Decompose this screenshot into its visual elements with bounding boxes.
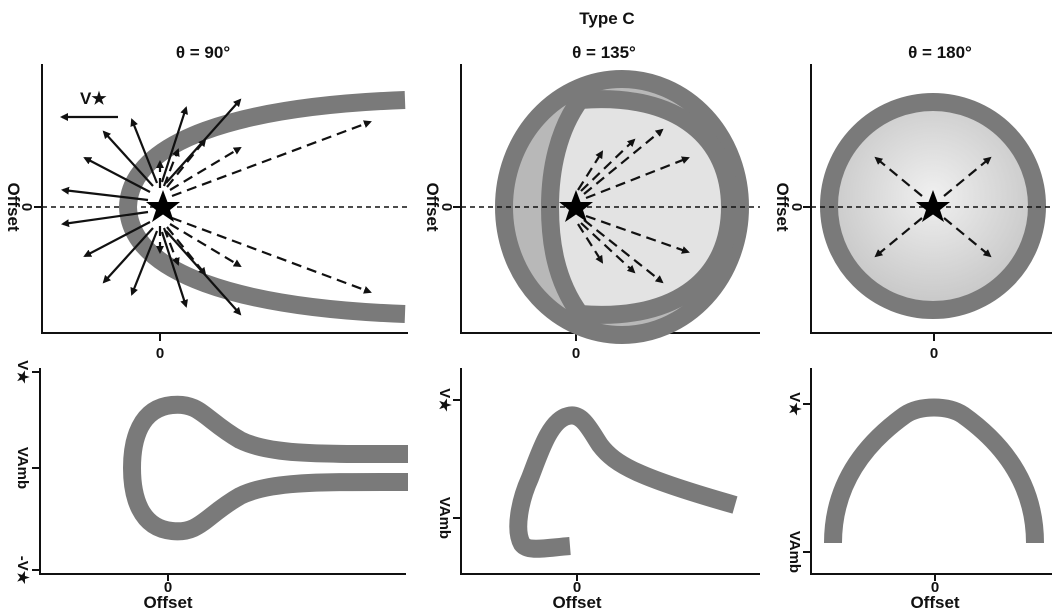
panel-90-solid-arrows (61, 98, 242, 316)
pv-135-ytick-vamb: VAmb (436, 497, 453, 539)
panel-90-vstar-label: V★ (80, 89, 107, 108)
panel-90-star-icon (146, 190, 180, 222)
pv-panel-180: V★ VAmb 0 Offset (786, 368, 1052, 612)
panel-135: θ = 135° 0 0 Offset (423, 43, 760, 362)
panel-135-dashed-arrows (577, 128, 690, 284)
panel-180-dashed-arrows (874, 156, 992, 258)
pv-90-axes (39, 368, 406, 575)
pv-180-curve (824, 398, 1044, 544)
super-title: Type C (579, 9, 634, 28)
panel-90-axes (41, 64, 408, 334)
panel-135-star-icon (559, 190, 593, 222)
panel-135-ylabel: Offset (423, 182, 442, 231)
panel-135-xtick: 0 (572, 345, 580, 362)
pv-180-ytick-vstar: V★ (786, 392, 803, 416)
pv-90-xlabel: Offset (143, 593, 192, 612)
pv-135-xlabel: Offset (552, 593, 601, 612)
panel-180-ytick: 0 (788, 203, 805, 211)
panel-90: θ = 90° 0 0 Offset V★ (4, 43, 408, 362)
pv-180-axes (810, 368, 1052, 575)
pv-panel-135: V★ VAmb 0 Offset (436, 368, 760, 612)
panel-90-ytick: 0 (18, 203, 35, 211)
panel-180-ylabel: Offset (773, 182, 792, 231)
pv-180-xlabel: Offset (910, 593, 959, 612)
panel-90-dashed-arrows (156, 120, 372, 294)
pv-90-ytick-vstar: V★ (14, 360, 31, 384)
panel-180-xtick: 0 (930, 345, 938, 362)
pv-90-ytick-vamb: VAmb (14, 447, 31, 489)
panel-180-axes (810, 64, 1052, 334)
pv-90-xtick: 0 (164, 579, 172, 596)
pv-135-curve (509, 406, 738, 558)
panel-180-star-icon (916, 190, 950, 222)
panel-135-ytick: 0 (438, 203, 455, 211)
pv-90-ytick-neg-vstar: -V★ (14, 556, 31, 585)
panel-180: θ = 180° 0 0 Offset (773, 43, 1052, 362)
panel-90-title: θ = 90° (176, 43, 230, 62)
panel-90-xtick: 0 (156, 345, 164, 362)
panel-180-title: θ = 180° (908, 43, 972, 62)
panel-90-ylabel: Offset (4, 182, 23, 231)
panel-135-title: θ = 135° (572, 43, 636, 62)
pv-panel-90: V★ VAmb -V★ 0 Offset (14, 360, 409, 612)
panel-135-inner-shell (541, 90, 739, 324)
panel-90-shell (119, 91, 406, 323)
pv-90-curve (123, 395, 409, 541)
pv-135-ytick-vstar: V★ (436, 388, 453, 412)
pv-135-xtick: 0 (573, 579, 581, 596)
pv-180-xtick: 0 (931, 579, 939, 596)
pv-180-ytick-vamb: VAmb (786, 531, 803, 573)
pv-135-axes (460, 368, 760, 575)
